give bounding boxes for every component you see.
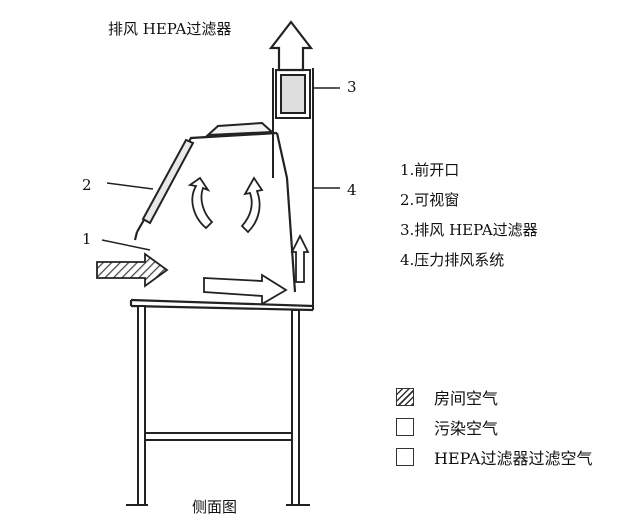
rear-plenum-up-arrow [290, 233, 310, 283]
diagram-title: 排风 HEPA过滤器 [108, 20, 232, 38]
callout-4: 4 [347, 181, 357, 199]
exhaust-duct [272, 68, 314, 310]
viewing-window [141, 138, 195, 225]
air-type-label: 污染空气 [434, 419, 499, 438]
work-surface-air-arrow [203, 273, 288, 306]
parts-legend: 1.前开口 2.可视窗 3.排风 HEPA过滤器 4.压力排风系统 [400, 155, 538, 275]
hatched-swatch [396, 388, 414, 406]
hepa-filter [275, 69, 311, 119]
parts-legend-item: 4.压力排风系统 [400, 251, 505, 269]
circulation-arrow-right [240, 176, 264, 234]
parts-legend-item: 3.排风 HEPA过滤器 [400, 221, 538, 239]
diagram-caption: 侧面图 [192, 498, 238, 516]
front-leg [137, 305, 146, 506]
air-type-hepa-filtered: HEPA过滤器过滤空气 [396, 442, 593, 472]
parts-legend-item: 2.可视窗 [400, 191, 460, 209]
stand [137, 305, 300, 506]
air-type-label: HEPA过滤器过滤空气 [434, 449, 593, 468]
parts-legend-item: 1.前开口 [400, 161, 460, 179]
empty-swatch [396, 448, 414, 466]
callout-1: 1 [82, 230, 92, 248]
rear-leg [291, 309, 300, 506]
circulation-arrow-left [187, 176, 214, 230]
fan-housing [205, 121, 275, 137]
exhaust-up-arrow [268, 20, 314, 72]
cross-brace [144, 432, 293, 441]
circulation-arrows [187, 176, 264, 234]
callout-leaders [101, 87, 340, 251]
air-type-label: 房间空气 [434, 389, 499, 408]
air-type-contaminated: 污染空气 [396, 412, 593, 442]
room-air-inflow-arrow [96, 252, 169, 288]
air-type-key: 房间空气 污染空气 HEPA过滤器过滤空气 [396, 382, 593, 472]
callout-2: 2 [82, 176, 92, 194]
empty-swatch [396, 418, 414, 436]
air-type-room: 房间空气 [396, 382, 593, 412]
callout-3: 3 [347, 78, 357, 96]
